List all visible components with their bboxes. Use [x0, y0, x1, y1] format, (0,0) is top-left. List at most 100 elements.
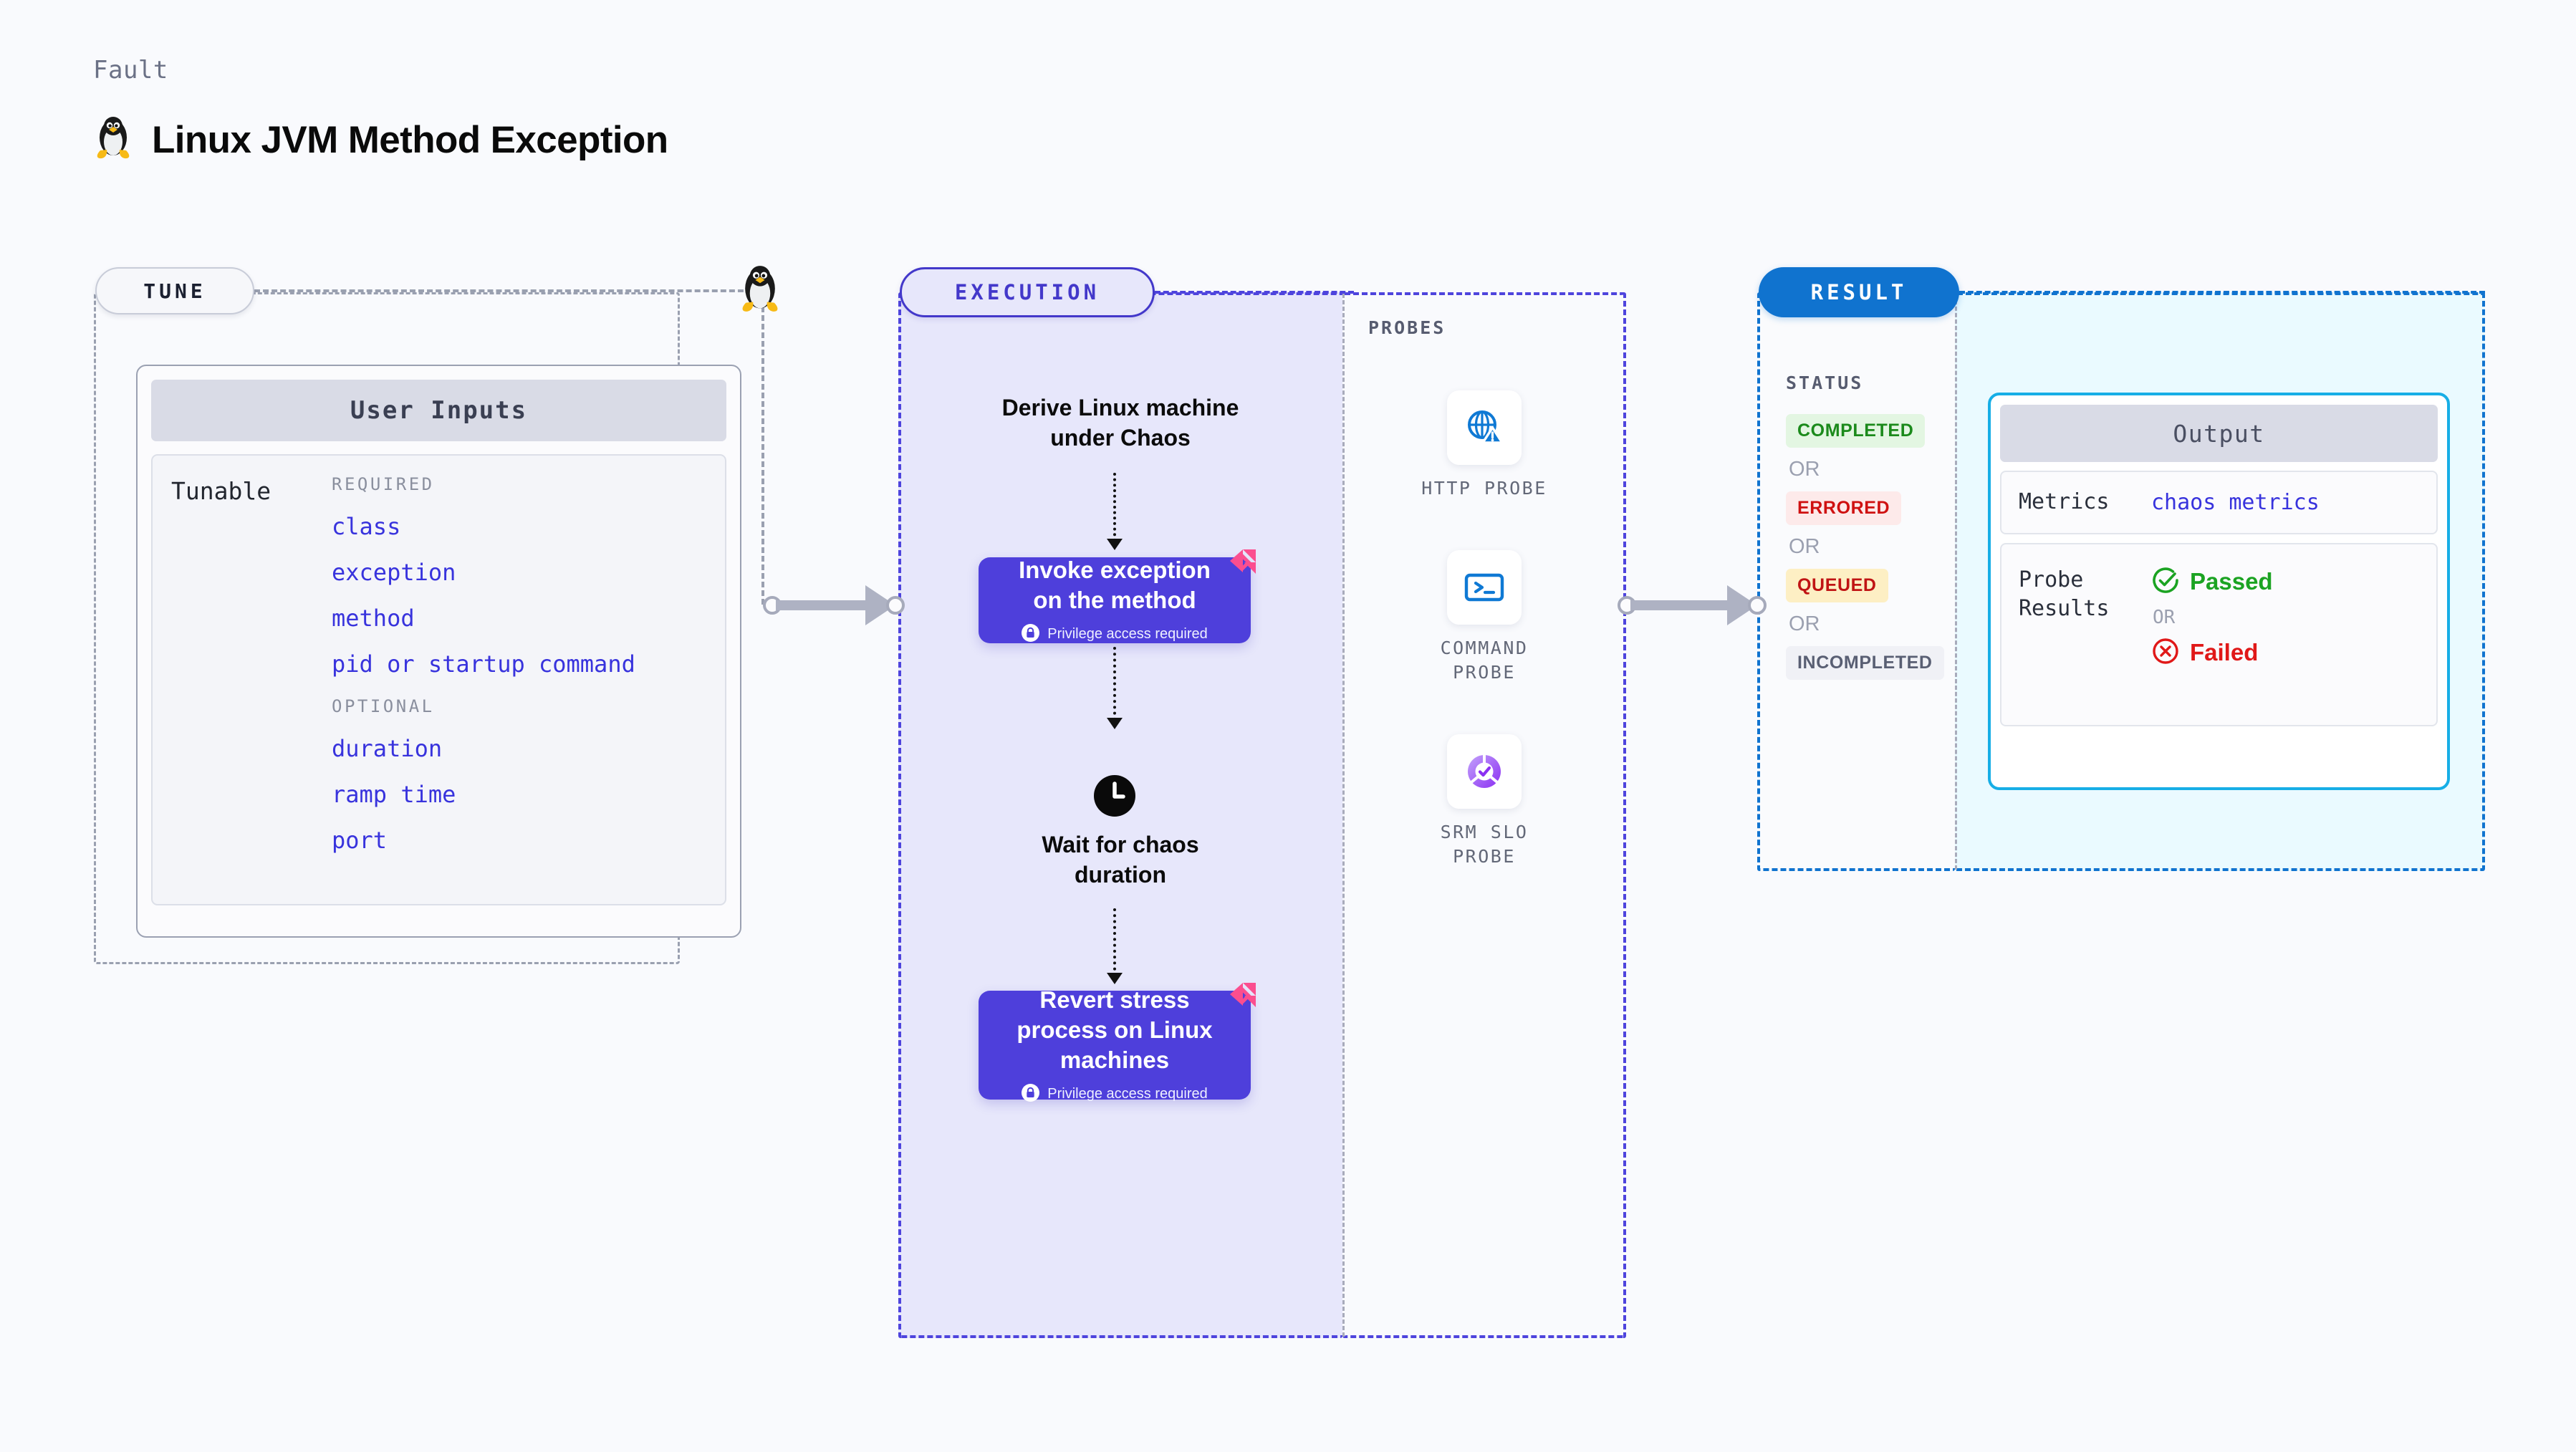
- flow-dotted-line-3: [1113, 908, 1116, 976]
- probe-item-http[interactable]: HTTP PROBE: [1402, 390, 1567, 501]
- tune-dashed-connector-vertical: [761, 289, 764, 605]
- connector-end-node: [1748, 596, 1767, 615]
- output-probe-results-row: Probe Results Passed OR: [2000, 542, 2438, 726]
- status-badge: INCOMPLETED: [1786, 646, 1944, 680]
- step3-line1: Wait for chaos: [1042, 832, 1199, 857]
- probe-result-failed: Failed: [2151, 637, 2273, 669]
- probe-label-line1: COMMAND: [1440, 638, 1529, 658]
- probe-results-values: Passed OR Failed: [2151, 566, 2273, 669]
- step1-line2: under Chaos: [1050, 425, 1191, 451]
- execution-step-derive-machine: Derive Linux machine under Chaos: [941, 393, 1299, 453]
- output-metrics-row: Metrics chaos metrics: [2000, 471, 2438, 534]
- probe-label: HTTP PROBE: [1421, 478, 1547, 499]
- page-title: Linux JVM Method Exception: [152, 119, 668, 161]
- connector-arrow-tune-to-execution: [763, 585, 906, 625]
- flow-arrowhead-3: [1107, 973, 1123, 984]
- probes-section-label: PROBES: [1368, 317, 1446, 338]
- probe-result-passed: Passed: [2151, 566, 2273, 598]
- or-separator: OR: [1789, 535, 1820, 558]
- result-top-dashed-edge: [1959, 291, 2485, 294]
- slo-donut-check-icon: [1447, 734, 1522, 809]
- probe-label-line2: PROBE: [1453, 845, 1516, 867]
- probe-label: COMMAND PROBE: [1402, 636, 1567, 685]
- privilege-note: Privilege access required: [1022, 623, 1208, 645]
- tunable-item[interactable]: port: [332, 827, 388, 854]
- connector-arrow-execution-to-result: [1618, 585, 1768, 625]
- execution-probes-divider: [1342, 294, 1345, 1337]
- terminal-icon: [1447, 550, 1522, 625]
- tunable-item[interactable]: class: [332, 513, 401, 540]
- connector-shaft: [1630, 600, 1731, 610]
- x-circle-icon: [2151, 637, 2180, 669]
- failed-label: Failed: [2190, 639, 2259, 665]
- status-badge-list: COMPLETED OR ERRORED OR QUEUED OR INCOMP…: [1786, 414, 1944, 680]
- step1-line1: Derive Linux machine: [1001, 395, 1239, 420]
- tunable-item[interactable]: duration: [332, 735, 443, 762]
- fault-title-row: Linux JVM Method Exception: [93, 116, 668, 164]
- tunable-item[interactable]: exception: [332, 559, 456, 586]
- tune-linux-penguin-icon: [738, 265, 782, 317]
- required-group-label: REQUIRED: [332, 474, 435, 494]
- probe-item-srm-slo[interactable]: SRM SLO PROBE: [1402, 734, 1567, 869]
- result-output-divider: [1955, 294, 1957, 870]
- connector-end-node: [886, 596, 905, 615]
- card-title-line2: on the method: [1033, 587, 1196, 613]
- tunable-item[interactable]: pid or startup command: [332, 650, 635, 678]
- flow-dotted-line-2: [1113, 647, 1116, 721]
- connector-shaft: [776, 600, 869, 610]
- probe-item-command[interactable]: COMMAND PROBE: [1402, 550, 1567, 685]
- card-title-line2: process on Linux: [1017, 1016, 1213, 1044]
- execution-top-dashed-edge: [1155, 291, 1354, 294]
- status-section-label: STATUS: [1786, 372, 1864, 393]
- globe-warning-icon: [1447, 390, 1522, 465]
- probe-label-line1: SRM SLO: [1440, 822, 1529, 842]
- execution-stage-pill[interactable]: EXECUTION: [900, 267, 1155, 317]
- tunable-list: REQUIRED class exception method pid or s…: [332, 474, 725, 904]
- execution-card-invoke-exception[interactable]: Invoke exception on the method Privilege…: [979, 549, 1256, 645]
- user-inputs-card: User Inputs Tunable REQUIRED class excep…: [136, 365, 741, 938]
- lock-icon: [1022, 1083, 1040, 1105]
- result-stage-pill[interactable]: RESULT: [1759, 267, 1959, 317]
- status-badge: COMPLETED: [1786, 414, 1926, 448]
- litmus-chaos-logo-icon: [1227, 979, 1259, 1014]
- tune-stage-pill[interactable]: TUNE: [95, 267, 254, 314]
- probes-stage-boundary: [1342, 292, 1626, 1338]
- litmus-chaos-logo-icon: [1227, 545, 1259, 580]
- execution-card-revert-stress[interactable]: Revert stress process on Linux machines …: [979, 983, 1256, 1102]
- linux-penguin-icon: [93, 116, 133, 164]
- or-separator: OR: [1789, 458, 1820, 481]
- output-title: Output: [2000, 405, 2438, 462]
- privilege-text: Privilege access required: [1047, 626, 1208, 643]
- check-circle-icon: [2151, 566, 2180, 598]
- tunable-label: Tunable: [171, 477, 271, 505]
- tunable-item[interactable]: ramp time: [332, 781, 456, 808]
- output-card: Output Metrics chaos metrics Probe Resul…: [1988, 393, 2450, 790]
- flow-dotted-line-1: [1113, 473, 1116, 542]
- or-separator: OR: [1789, 612, 1820, 635]
- card-title-line3: machines: [1059, 1046, 1170, 1073]
- clock-icon: [1092, 774, 1137, 822]
- tunable-section: Tunable REQUIRED class exception method …: [151, 454, 726, 905]
- probe-results-key-line2: Results: [2019, 596, 2110, 621]
- passed-label: Passed: [2190, 568, 2273, 595]
- metrics-value[interactable]: chaos metrics: [2151, 489, 2320, 515]
- probe-results-key-line1: Probe: [2019, 567, 2084, 592]
- execution-step-wait-duration: Wait for chaos duration: [941, 830, 1299, 890]
- privilege-note: Privilege access required: [1022, 1083, 1208, 1105]
- tunable-item[interactable]: method: [332, 605, 415, 632]
- tune-dashed-connector-horizontal: [254, 289, 752, 292]
- step3-line2: duration: [1075, 862, 1166, 888]
- fault-kicker: Fault: [93, 56, 168, 85]
- probe-results-key: Probe Results: [2019, 566, 2151, 624]
- optional-group-label: OPTIONAL: [332, 696, 435, 716]
- probe-label: SRM SLO PROBE: [1402, 820, 1567, 869]
- card-title-line1: Invoke exception: [1019, 557, 1211, 584]
- status-badge: QUEUED: [1786, 569, 1888, 602]
- user-inputs-title: User Inputs: [151, 380, 726, 441]
- flow-arrowhead-1: [1107, 539, 1123, 550]
- privilege-text: Privilege access required: [1047, 1086, 1208, 1102]
- metrics-key: Metrics: [2019, 489, 2110, 514]
- or-separator: OR: [2153, 606, 2176, 628]
- status-badge: ERRORED: [1786, 491, 1902, 525]
